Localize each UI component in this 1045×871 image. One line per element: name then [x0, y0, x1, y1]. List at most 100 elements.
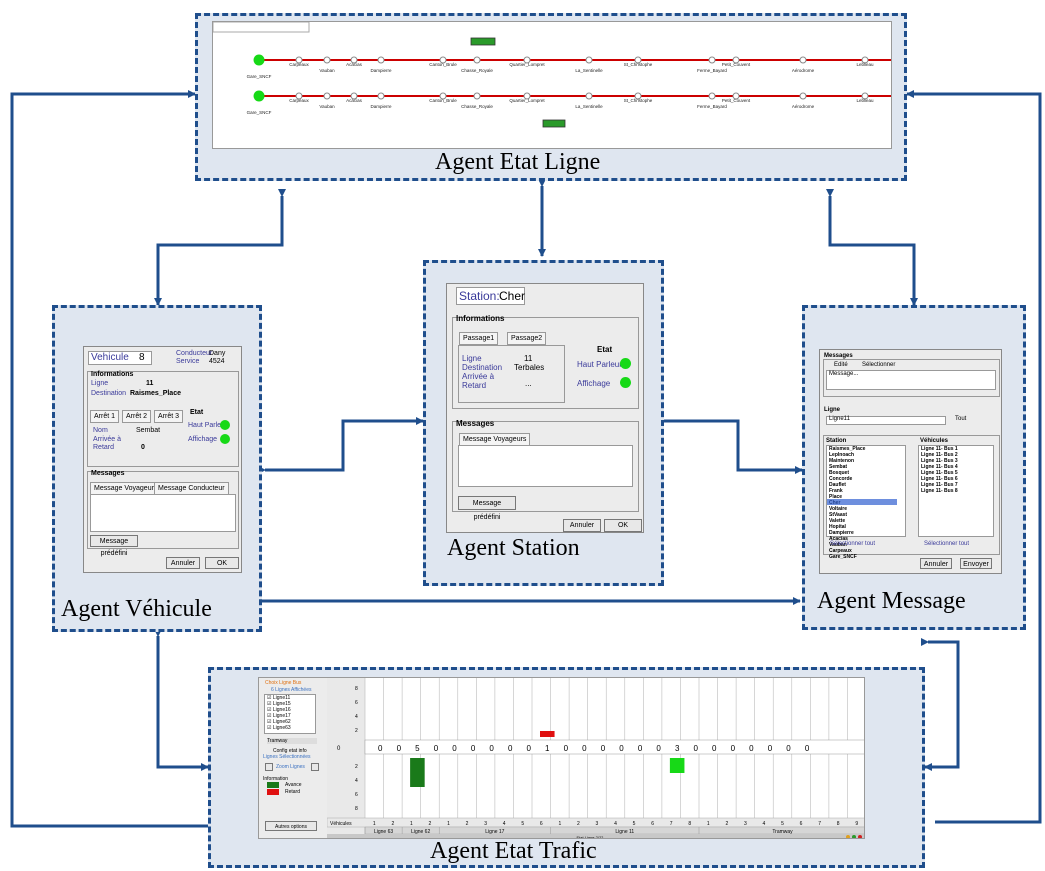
station-list-item[interactable]: Valette — [829, 518, 846, 524]
station-list-item[interactable]: Frank — [829, 488, 843, 494]
vehicle-number: 8 — [688, 821, 691, 827]
vehicle-list-item[interactable]: Ligne 11- Bus 8 — [921, 488, 958, 494]
haut-parleur-status — [620, 358, 631, 369]
autres-options-button[interactable]: Autres options — [265, 821, 317, 831]
station-list-item[interactable]: StVaast — [829, 512, 848, 518]
stop-label: Carpeaux — [289, 98, 309, 103]
vehicle-number: 6 — [800, 821, 803, 827]
message-predefini-button[interactable]: Message prédéfini — [458, 496, 516, 521]
select-all-vehicles[interactable]: Sélectionner tout — [924, 541, 970, 547]
ligne-checkbox[interactable]: ☑ Ligne11 — [267, 695, 291, 701]
station-list-item[interactable]: Maintenon — [829, 458, 854, 464]
zoom-right-button[interactable] — [311, 763, 319, 771]
arrow-message-trafic — [921, 638, 960, 771]
window-control-icon[interactable] — [846, 835, 850, 839]
message-textarea[interactable] — [90, 494, 236, 532]
window-control-icon[interactable] — [852, 835, 856, 839]
window-control-icon[interactable] — [858, 835, 862, 839]
haut-parleur-status — [220, 420, 230, 430]
affichage-label: Affichage — [577, 379, 611, 388]
station-list-item[interactable]: Place — [829, 494, 843, 500]
vehicle-list-item[interactable]: Ligne 11- Bus 1 — [921, 446, 958, 452]
ligne-select[interactable] — [826, 416, 946, 425]
station-list-item[interactable]: Dampierre — [829, 530, 854, 536]
affichage-status — [220, 434, 230, 444]
ligne-checkbox[interactable]: ☑ Ligne15 — [267, 701, 291, 707]
stop-marker — [585, 92, 593, 100]
ok-button[interactable]: OK — [604, 519, 642, 532]
count-label: 3 — [675, 744, 680, 753]
vehicle-list-item[interactable]: Ligne 11- Bus 2 — [921, 452, 958, 458]
tab-arret2[interactable]: Arrêt 2 — [122, 410, 152, 423]
tout-checkbox-label[interactable]: Tout — [955, 416, 967, 422]
station-list-item[interactable]: Gare_SNCF — [829, 554, 857, 560]
y-tick: 2 — [355, 764, 358, 770]
station-list-item[interactable]: Vauban — [829, 542, 847, 548]
group-label: Ligne 62 — [411, 829, 430, 835]
station-list-item[interactable]: Voltaire — [829, 506, 847, 512]
ligne-checkbox[interactable]: ☑ Ligne17 — [267, 713, 291, 719]
station-label: Station: — [459, 289, 500, 303]
tab-select[interactable]: Sélectionner — [862, 362, 896, 368]
ligne-checkbox[interactable]: ☑ Ligne16 — [267, 707, 291, 713]
station-list-item[interactable]: Concorde — [829, 476, 853, 482]
vehicle-list-item[interactable]: Ligne 11- Bus 3 — [921, 458, 958, 464]
agent-station-title: Agent Station — [447, 535, 580, 561]
station-list-item[interactable]: Raismes_Place — [829, 446, 866, 452]
station-list-item[interactable]: Acacias — [829, 536, 848, 542]
zoom-lignes-label: Zoom Lignes — [276, 764, 305, 770]
count-label: 5 — [415, 744, 420, 753]
stop-marker — [439, 92, 447, 100]
station-list-item[interactable]: Dauflet — [829, 482, 846, 488]
annuler-button[interactable]: Annuler — [563, 519, 601, 532]
ligne-checkbox[interactable]: ☑ Ligne62 — [267, 719, 291, 725]
station-list-item[interactable]: Hopital — [829, 524, 846, 530]
vehicle-list-item[interactable]: Ligne 11- Bus 4 — [921, 464, 958, 470]
vehicle-number: 1 — [373, 821, 376, 827]
ligne-checklist[interactable]: ☑ Ligne11☑ Ligne15☑ Ligne16☑ Ligne17☑ Li… — [264, 694, 316, 734]
message-input[interactable] — [826, 370, 996, 390]
y-tick: 2 — [355, 728, 358, 734]
tab-passage2[interactable]: Passage2 — [507, 332, 547, 345]
station-list-item[interactable]: Sembat — [829, 464, 848, 470]
vehicule-dialog: Vehicule 8 Conducteur Dany Service 4524 … — [83, 346, 242, 573]
station-list-item[interactable]: Carpeaux — [829, 548, 852, 554]
station-list-item[interactable]: Bosquet — [829, 470, 849, 476]
stop-label: Vauban — [319, 68, 335, 73]
annuler-button[interactable]: Annuler — [920, 558, 952, 569]
vehicle-number: 5 — [781, 821, 784, 827]
tab-arret1[interactable]: Arrêt 1 — [90, 410, 120, 423]
ok-button[interactable]: OK — [205, 557, 239, 569]
count-label: 0 — [693, 744, 698, 753]
tab-arret3[interactable]: Arrêt 3 — [154, 410, 184, 423]
message-dialog: Messages Edité Sélectionner Message... L… — [819, 349, 1002, 574]
stop-label: Gare_SNCF — [247, 110, 272, 115]
stop-label: Dampierre — [370, 68, 392, 73]
station-list-item[interactable]: Leplnoach — [829, 452, 855, 458]
count-label: 0 — [768, 744, 773, 753]
vehicule-value: 8 — [139, 352, 145, 363]
tab-passage1[interactable]: Passage1 — [459, 332, 499, 345]
count-label: 0 — [601, 744, 606, 753]
vehicle-list-item[interactable]: Ligne 11- Bus 5 — [921, 470, 958, 476]
messages-heading: Messages — [91, 470, 125, 477]
vehicle-list-item[interactable]: Ligne 11- Bus 6 — [921, 476, 958, 482]
ligne-checkbox[interactable]: ☑ Ligne63 — [267, 725, 291, 731]
message-textarea[interactable] — [458, 445, 633, 487]
vehicle-list-item[interactable]: Ligne 11- Bus 7 — [921, 482, 958, 488]
annuler-button[interactable]: Annuler — [166, 557, 200, 569]
stop-label: Vauban — [319, 104, 335, 109]
agent-etat-ligne-title: Agent Etat Ligne — [435, 149, 601, 175]
tab-edit[interactable]: Edité — [834, 362, 848, 368]
tramway-checkbox[interactable]: Tramway — [267, 738, 317, 744]
message-predefini-button[interactable]: Message prédéfini — [90, 535, 138, 557]
envoyer-button[interactable]: Envoyer — [960, 558, 992, 569]
select-all-stations[interactable]: Sélectionner tout — [830, 541, 876, 547]
zoom-left-button[interactable] — [265, 763, 273, 771]
stop-marker — [295, 92, 303, 100]
count-label: 0 — [805, 744, 810, 753]
stop-marker — [708, 92, 716, 100]
